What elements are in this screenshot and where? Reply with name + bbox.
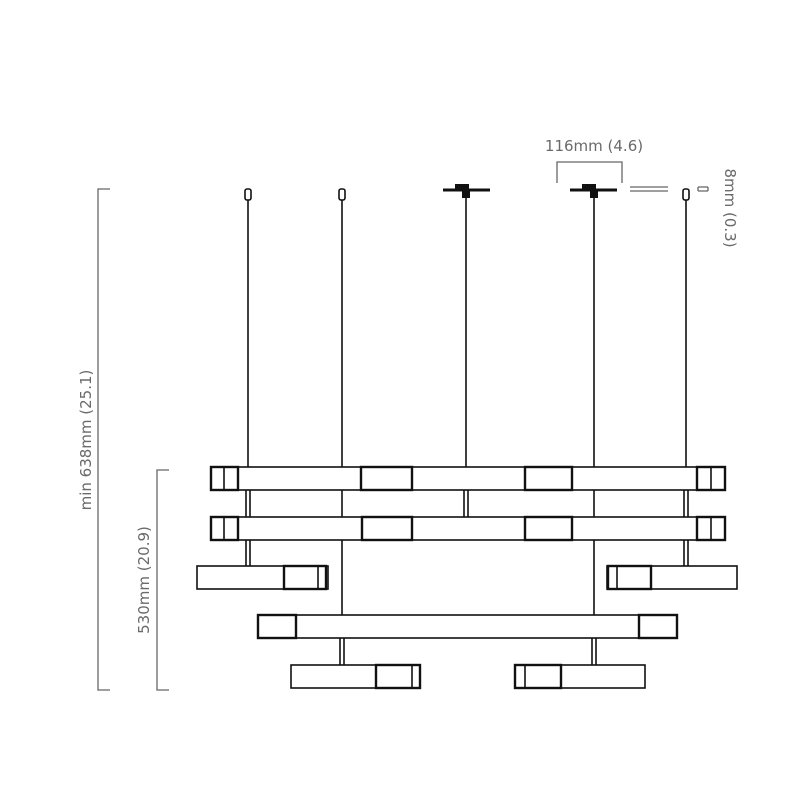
fixture-height-dimension: 530mm (20.9) [135,469,169,691]
light-bar-5-right [513,663,646,690]
cable-diameter-dimension: 8mm (0.3) [630,168,739,248]
light-bar-3-right [606,564,738,591]
cable-grippers [244,188,690,201]
light-bar-3-left [196,564,329,591]
light-bar-2 [209,515,727,542]
cable-diameter-label: 8mm (0.3) [721,168,739,247]
suspension-cables [245,196,689,665]
ceiling-canopies [443,184,617,198]
light-bar-4 [256,613,679,640]
light-bar-5-left [290,663,422,690]
total-height-dimension: min 638mm (25.1) [77,188,110,691]
fixture-height-label: 530mm (20.9) [135,526,153,634]
total-height-label: min 638mm (25.1) [77,370,95,511]
canopy-width-label: 116mm (4.6) [545,137,643,155]
canopy-width-dimension: 116mm (4.6) [545,137,643,183]
light-bar-1 [209,465,727,492]
